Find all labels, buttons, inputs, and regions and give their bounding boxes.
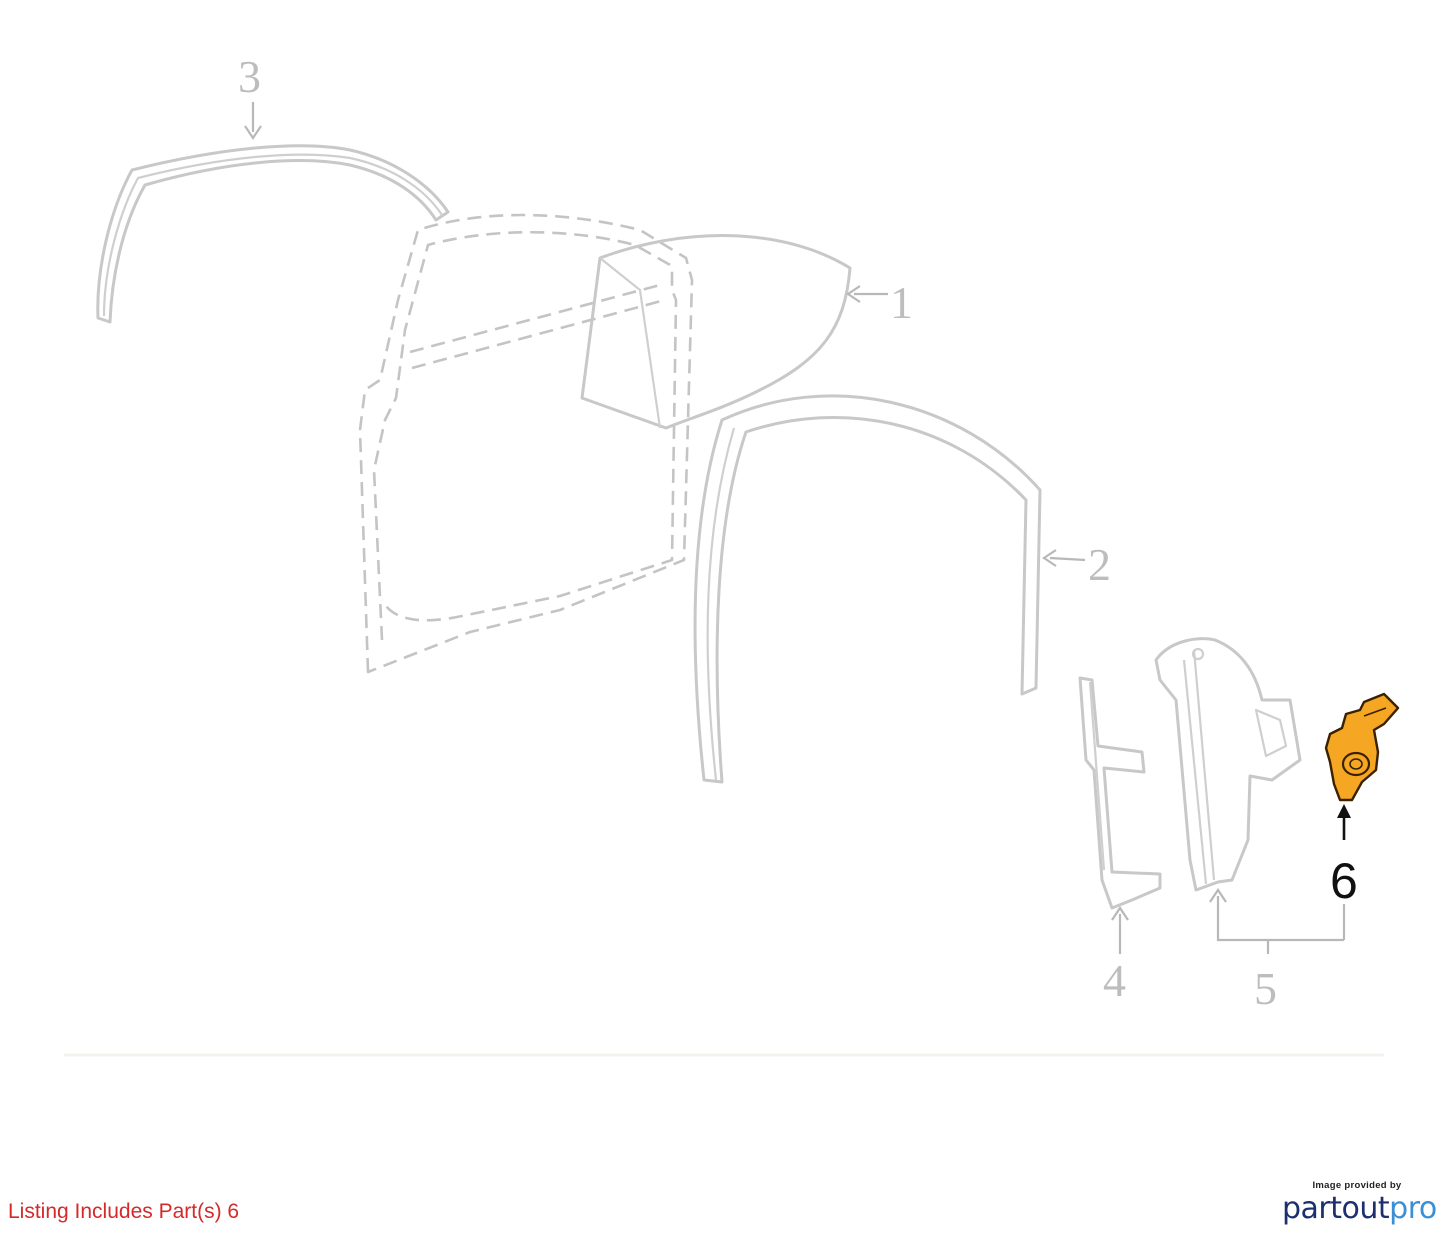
part-4-channel-rail bbox=[1078, 676, 1162, 910]
part-1-door-glass bbox=[580, 234, 852, 430]
logo-part-1: partout bbox=[1282, 1191, 1390, 1226]
credit-caption: Image provided by bbox=[1312, 1180, 1402, 1191]
door-outline bbox=[358, 213, 694, 674]
part-6-window-motor bbox=[1324, 692, 1400, 802]
image-credit: Image provided by partoutpro bbox=[1282, 1180, 1437, 1226]
partoutpro-logo: partoutpro bbox=[1282, 1191, 1437, 1226]
callout-1: 1 bbox=[890, 277, 913, 328]
callout-6: 6 bbox=[1330, 853, 1358, 909]
callout-2: 2 bbox=[1088, 539, 1111, 590]
part-5-window-regulator bbox=[1154, 637, 1302, 892]
logo-part-2: pro bbox=[1389, 1191, 1437, 1226]
callout-5: 5 bbox=[1254, 963, 1277, 1014]
listing-note: Listing Includes Part(s) 6 bbox=[8, 1200, 240, 1223]
part-2-run-channel bbox=[693, 394, 1042, 784]
leader-lines bbox=[244, 102, 1351, 954]
part-3-frame-molding bbox=[96, 144, 450, 324]
callout-4: 4 bbox=[1103, 955, 1126, 1006]
callout-3: 3 bbox=[238, 51, 261, 102]
